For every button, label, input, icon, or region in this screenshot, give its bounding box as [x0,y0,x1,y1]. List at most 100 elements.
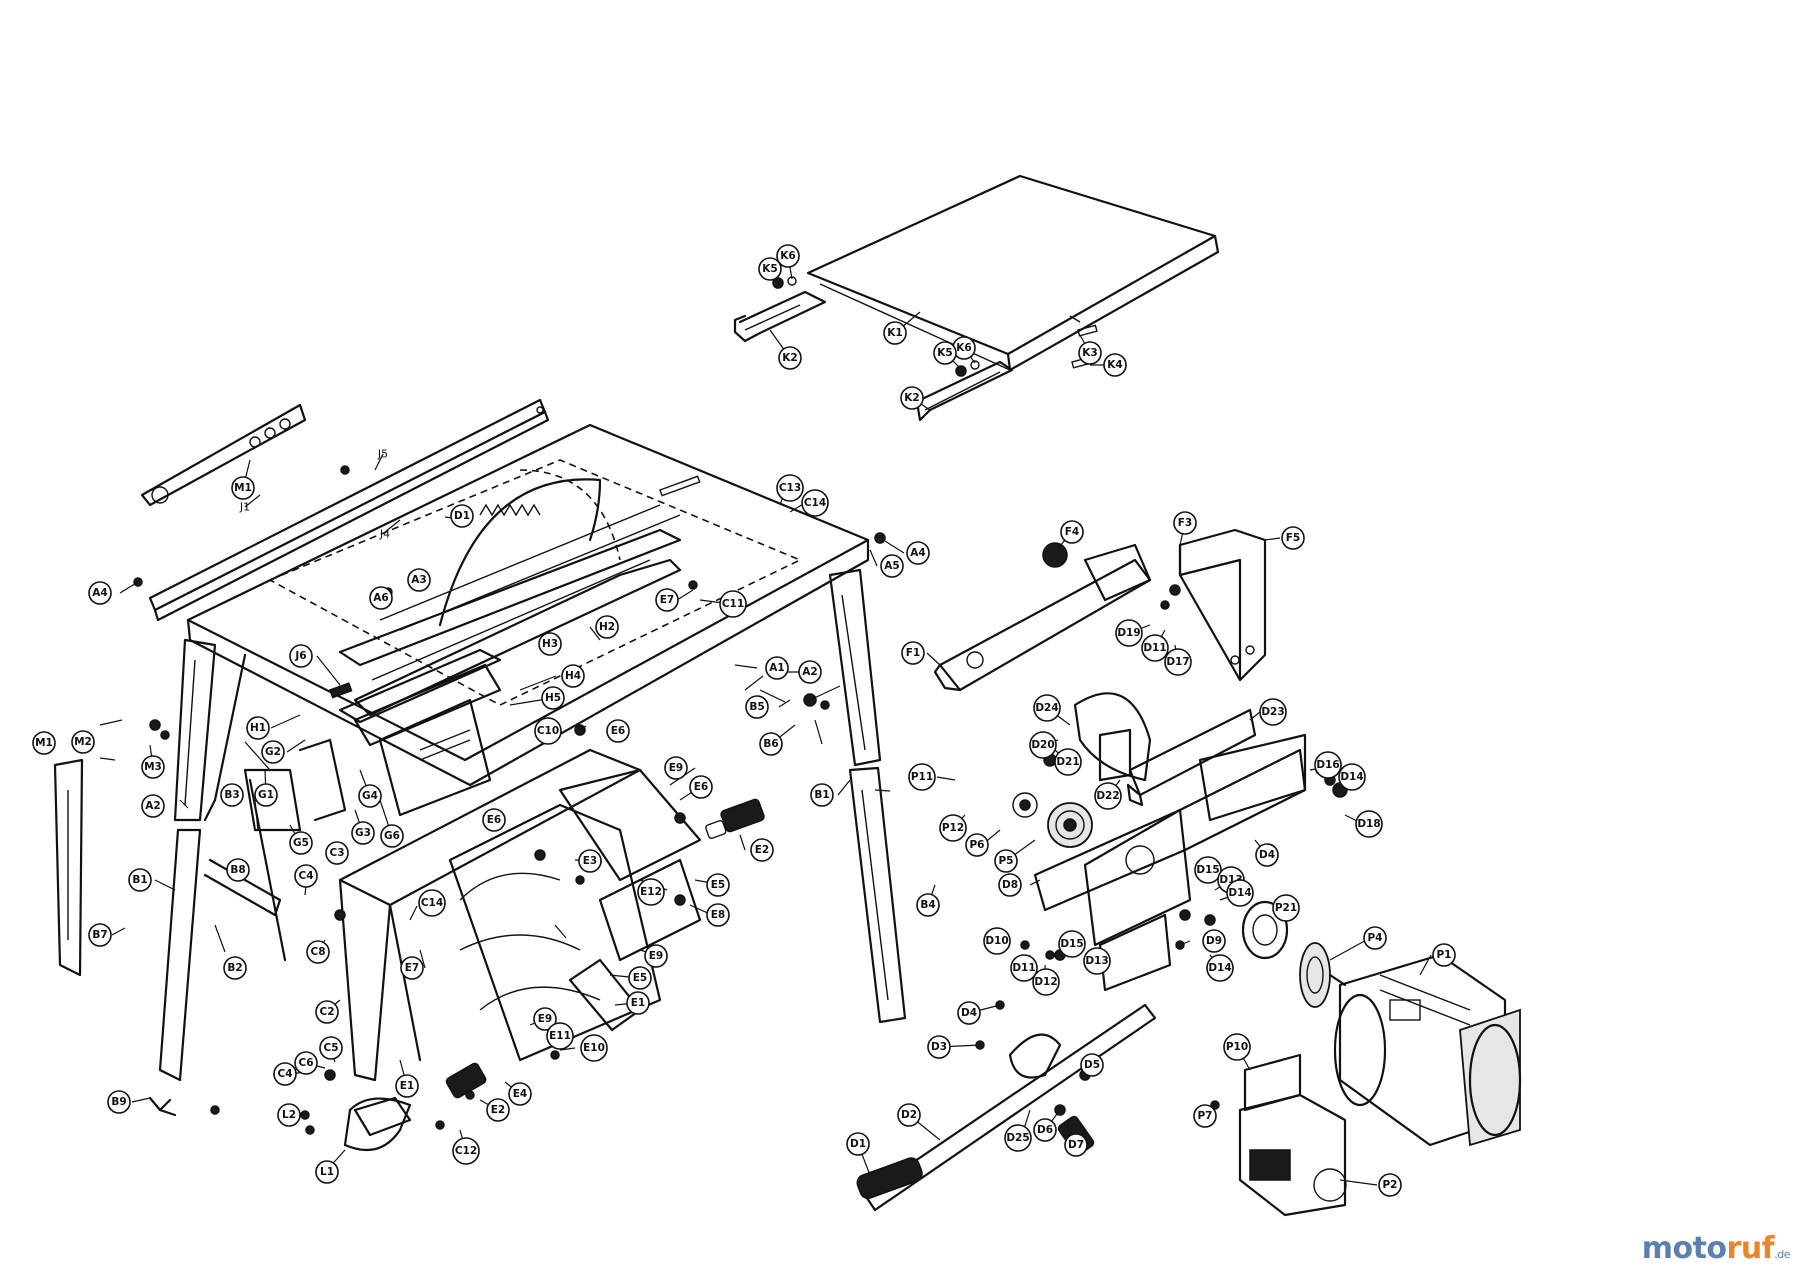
label-bubble-d24: D24 [1033,694,1061,722]
watermark-part1: moto [1641,1231,1727,1266]
label-text: E2 [491,1104,505,1116]
label-bubble-d15: D15 [1194,856,1222,884]
label-text: A2 [802,666,817,678]
extension-table-k1 [806,174,1220,372]
label-circle [315,1160,339,1184]
label-bubble-d14: D14 [1206,954,1234,982]
motor-p1 [1333,953,1522,1147]
label-circle [261,740,285,764]
label-circle [1004,1124,1032,1152]
label-circle [758,257,782,281]
label-text: P21 [1275,902,1297,914]
label-bubble-p2: P2 [1378,1173,1402,1197]
label-text: B3 [224,789,239,801]
label-bubble-c4: C4 [294,864,318,888]
label-circle [798,660,822,684]
label-bubble-p7: P7 [1193,1104,1217,1128]
label-text: C5 [323,1042,338,1054]
label-text: A4 [92,587,107,599]
label-text: E9 [538,1013,552,1025]
label-bubble-k5: K5 [758,257,782,281]
label-text: E7 [405,962,419,974]
label-bubble-b1: B1 [810,783,834,807]
label-bubble-e11: E11 [546,1022,574,1050]
label-text: M1 [35,737,53,749]
label-text: C12 [455,1145,477,1157]
bracket-k2-upper [733,290,827,343]
label-text: D15 [1060,938,1083,950]
label-circle [141,794,165,818]
label-bubble-k1: K1 [883,321,907,345]
label-bubble-a4: A4 [906,541,930,565]
label-bubble-d12: D12 [1032,968,1060,996]
label-circle [88,581,112,605]
label-text: G5 [293,837,309,849]
label-circle [916,893,940,917]
label-circle [294,1051,318,1075]
label-circle [1033,694,1061,722]
label-text: A2 [145,800,160,812]
label-bubble-e6: E6 [482,808,506,832]
label-text: C14 [421,897,443,909]
label-circle [1010,954,1038,982]
label-bubble-d11: D11 [1141,634,1169,662]
label-text: B6 [763,738,778,750]
label-text: E4 [513,1088,527,1100]
label-circle [246,716,270,740]
label-circle [908,763,936,791]
label-bubble-d6: D6 [1033,1118,1057,1142]
label-bubble-d22: D22 [1094,782,1122,810]
label-text: D5 [1084,1059,1100,1071]
label-text: D14 [1340,771,1363,783]
label-text: E1 [631,997,645,1009]
label-circle [637,878,665,906]
label-circle [1054,748,1082,776]
label-bubble-d21: D21 [1054,748,1082,776]
label-circle [231,476,255,500]
label-bubble-h4: H4 [561,664,585,688]
label-circle [580,1034,608,1062]
fence-rail-j1 [148,398,550,622]
label-circle [1032,968,1060,996]
fastener-dots [133,465,1348,1135]
knob-e2-lower [445,1062,487,1099]
label-bubble-p21: P21 [1272,894,1300,922]
label-circle [1363,926,1387,950]
label-circle [1064,1133,1088,1157]
label-bubble-c2: C2 [315,1000,339,1024]
label-bubble-l2: L2 [277,1103,301,1127]
label-text: E8 [711,909,725,921]
label-circle [1272,894,1300,922]
label-circle [1103,353,1127,377]
label-bubble-e8: E8 [706,903,730,927]
label-circle [315,1000,339,1024]
k-hardware [772,276,1098,377]
label-text: B7 [92,929,107,941]
label-circle [801,489,829,517]
label-bubble-d25: D25 [1004,1124,1032,1152]
label-circle [508,1082,532,1106]
label-text: K2 [782,352,797,364]
lever-d2 [856,1003,1157,1212]
label-text: F4 [1065,526,1079,538]
label-circle [1083,947,1111,975]
label-bubble-e1: E1 [626,991,650,1015]
label-circle [957,1001,981,1025]
label-text: G4 [362,790,378,802]
label-text: C3 [329,847,344,859]
label-circle [418,889,446,917]
label-bubble-d19: D19 [1115,619,1143,647]
label-circle [141,755,165,779]
label-text: K6 [956,342,971,354]
label-text: E6 [611,725,625,737]
label-text: E5 [711,879,725,891]
label-bubble-d18: D18 [1355,810,1383,838]
label-bubble-e2: E2 [486,1098,510,1122]
label-text: P1 [1436,949,1451,961]
label-bubble-e6: E6 [689,775,713,799]
label-bubble-k4: K4 [1103,353,1127,377]
label-text: D8 [1002,879,1018,891]
side-plate-m1 [53,758,84,977]
label-bubble-c6: C6 [294,1051,318,1075]
label-text: C14 [804,497,826,509]
